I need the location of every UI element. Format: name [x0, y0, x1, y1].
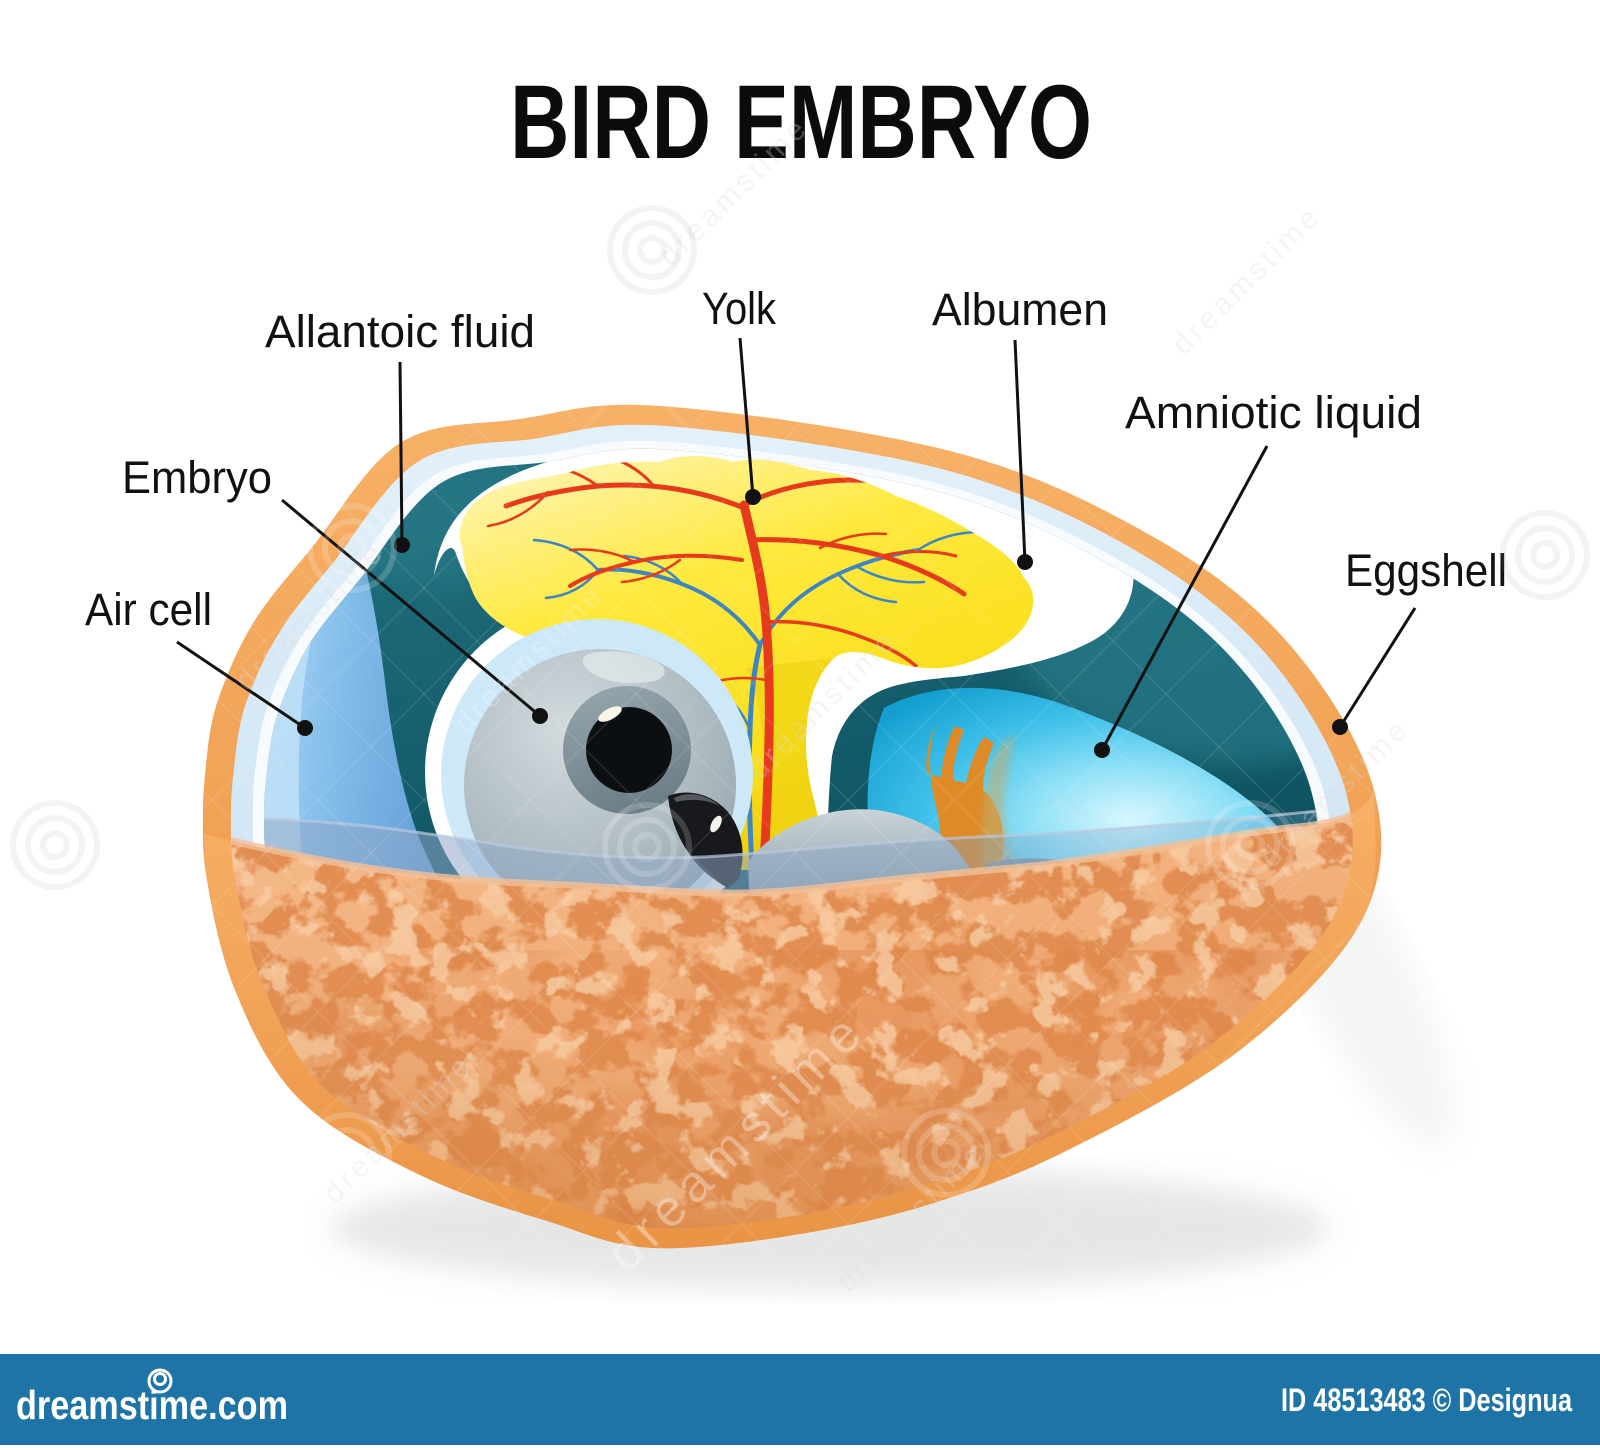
svg-text:BIRD EMBRYO: BIRD EMBRYO	[510, 64, 1092, 181]
svg-text:Air cell: Air cell	[85, 584, 212, 635]
svg-text:Amniotic liquid: Amniotic liquid	[1125, 387, 1422, 438]
svg-text:Allantoic fluid: Allantoic fluid	[265, 306, 535, 357]
svg-text:Yolk: Yolk	[702, 283, 776, 334]
svg-text:Eggshell: Eggshell	[1345, 545, 1507, 596]
svg-text:Albumen: Albumen	[932, 284, 1108, 335]
svg-text:Embryo: Embryo	[122, 452, 272, 503]
svg-text:ID 48513483 © Designua: ID 48513483 © Designua	[1281, 1382, 1572, 1418]
